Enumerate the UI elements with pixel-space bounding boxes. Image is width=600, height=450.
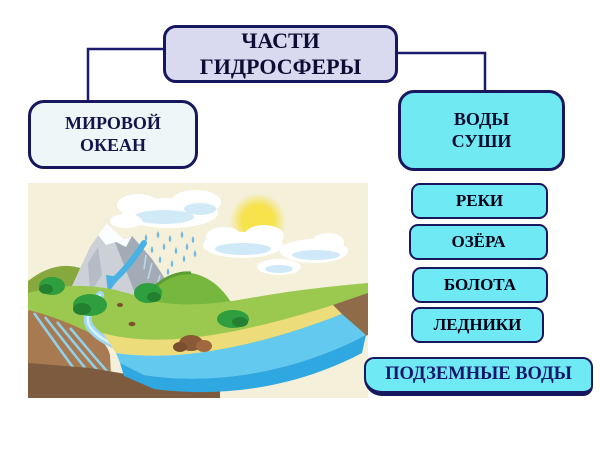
glaciers-label: ЛЕДНИКИ: [433, 314, 522, 334]
world-ocean-label: МИРОВОЙ ОКЕАН: [65, 113, 161, 155]
root-box-label: ЧАСТИ ГИДРОСФЕРЫ: [199, 28, 362, 79]
sand-icon: [103, 305, 342, 356]
cloud-icon: [203, 225, 348, 275]
mountain-icon: [66, 223, 176, 303]
swamps-label: БОЛОТА: [443, 274, 517, 294]
leaf-box-lakes: ОЗЁРА: [409, 224, 548, 260]
rivers-label: РЕКИ: [455, 190, 504, 210]
bush-icon: [39, 277, 249, 328]
connector-left: [86, 47, 163, 101]
lakes-label: ОЗЁРА: [451, 231, 506, 251]
leaf-box-swamps: БОЛОТА: [412, 267, 548, 303]
snow-cap-icon: [98, 223, 132, 247]
connector-right: [398, 51, 487, 91]
groundwater-label: ПОДЗЕМНЫЕ ВОДЫ: [385, 364, 572, 385]
flow-arrow-icon: [106, 240, 147, 293]
lake-icon: [116, 314, 366, 393]
leaf-box-rivers: РЕКИ: [411, 183, 548, 219]
leaf-box-groundwater: ПОДЗЕМНЫЕ ВОДЫ: [364, 357, 593, 396]
branch-box-world-ocean: МИРОВОЙ ОКЕАН: [28, 100, 198, 169]
branch-box-land-waters: ВОДЫ СУШИ: [398, 90, 565, 171]
leaf-box-glaciers: ЛЕДНИКИ: [411, 307, 544, 343]
rain-cloud-icon: [110, 190, 221, 228]
land-waters-label: ВОДЫ СУШИ: [451, 109, 512, 151]
root-box-hydrosphere-parts: ЧАСТИ ГИДРОСФЕРЫ: [163, 25, 398, 83]
water-cycle-illustration: [28, 183, 368, 398]
rocks-icon: [117, 303, 212, 352]
